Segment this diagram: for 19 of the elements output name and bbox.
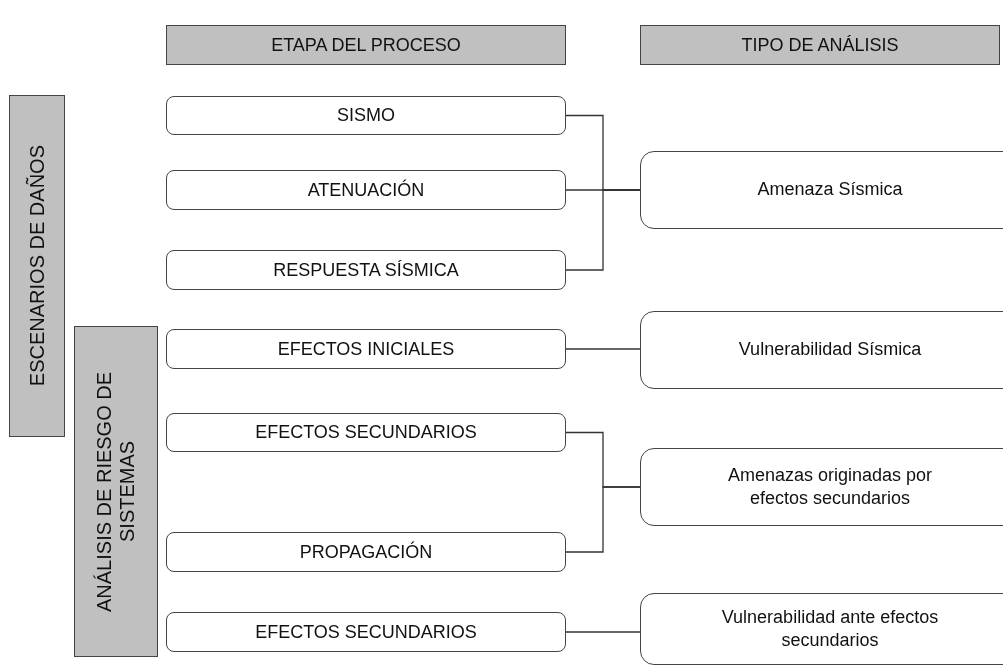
process-box: PROPAGACIÓN	[166, 532, 566, 572]
connector-line	[565, 348, 641, 350]
process-box: EFECTOS SECUNDARIOS	[166, 612, 566, 652]
process-box: EFECTOS INICIALES	[166, 329, 566, 369]
side-band: ESCENARIOS DE DAÑOS	[9, 95, 65, 437]
side-band: ANÁLISIS DE RIESGO DE SISTEMAS	[74, 326, 158, 657]
connector-line	[565, 631, 641, 633]
analysis-box: Amenazas originadas por efectos secundarios	[640, 448, 1003, 526]
process-box: SISMO	[166, 96, 566, 135]
process-box: RESPUESTA SÍSMICA	[166, 250, 566, 290]
connector-line	[565, 189, 641, 271]
analysis-box: Vulnerabilidad ante efectos secundarios	[640, 593, 1003, 665]
analysis-box: Vulnerabilidad Sísmica	[640, 311, 1003, 389]
process-box: ATENUACIÓN	[166, 170, 566, 210]
header-box: TIPO DE ANÁLISIS	[640, 25, 1000, 65]
header-box: ETAPA DEL PROCESO	[166, 25, 566, 65]
analysis-box: Amenaza Sísmica	[640, 151, 1003, 229]
process-box: EFECTOS SECUNDARIOS	[166, 413, 566, 452]
connector-line	[565, 486, 641, 553]
